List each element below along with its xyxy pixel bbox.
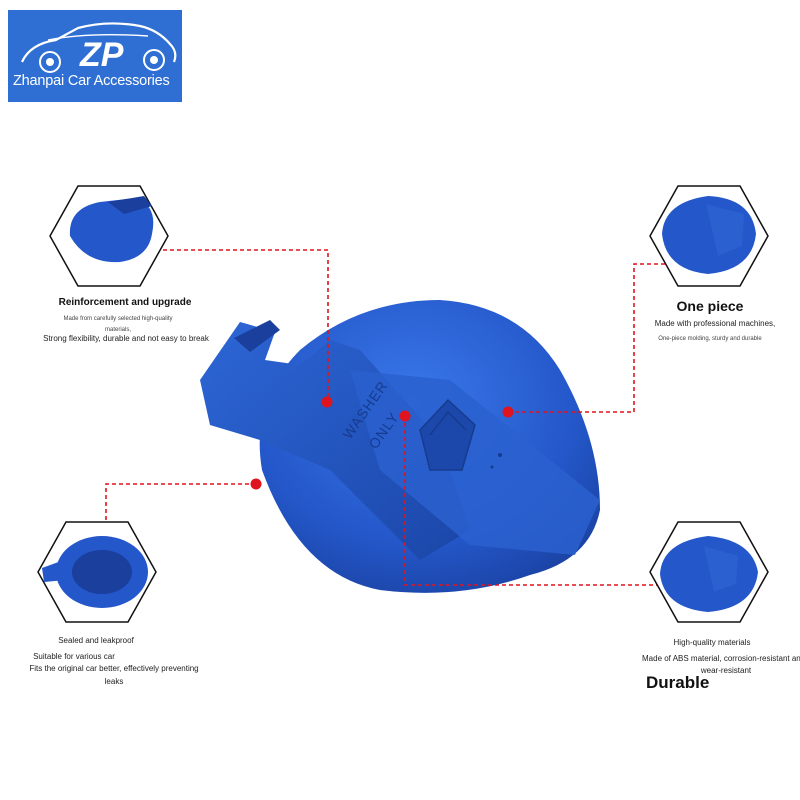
callout-dot (321, 396, 333, 408)
feature-tag-durable: Durable (646, 673, 710, 692)
feature-text: One-piece molding, sturdy and durable (658, 336, 762, 342)
feature-text: leaks (104, 677, 124, 686)
feature-text: Strong flexibility, durable and not easy… (43, 334, 209, 343)
thumbnail-bottom-left (37, 521, 157, 623)
thumbnail-bottom-right (649, 521, 769, 623)
brand-logo: ZP Zhanpai Car Accessories (8, 10, 182, 102)
callout-dot (399, 410, 411, 422)
feature-title-materials: High-quality materials (673, 638, 751, 647)
feature-title-one-piece: One piece (676, 298, 744, 314)
logo-letters: ZP (79, 36, 124, 74)
feature-text: wear-resistant (700, 666, 752, 675)
callout-dot (250, 478, 262, 490)
feature-text: Suitable for various car (33, 652, 115, 661)
feature-text: Fits the original car better, effectivel… (29, 664, 199, 673)
feature-text: materials, (104, 327, 131, 333)
thumbnail-top-right (649, 185, 769, 287)
feature-text: Made with professional machines, (654, 319, 776, 328)
thumbnail-top-left (49, 185, 169, 287)
feature-title-reinforcement: Reinforcement and upgrade (58, 297, 192, 308)
feature-text: Made of ABS material, corrosion-resistan… (642, 654, 800, 663)
feature-title-sealed: Sealed and leakproof (58, 636, 134, 645)
brand-name: Zhanpai Car Accessories (13, 73, 170, 89)
feature-text: Made from carefully selected high-qualit… (63, 316, 173, 322)
callout-dot (502, 406, 514, 418)
car-outline-icon: ZP (20, 22, 177, 74)
